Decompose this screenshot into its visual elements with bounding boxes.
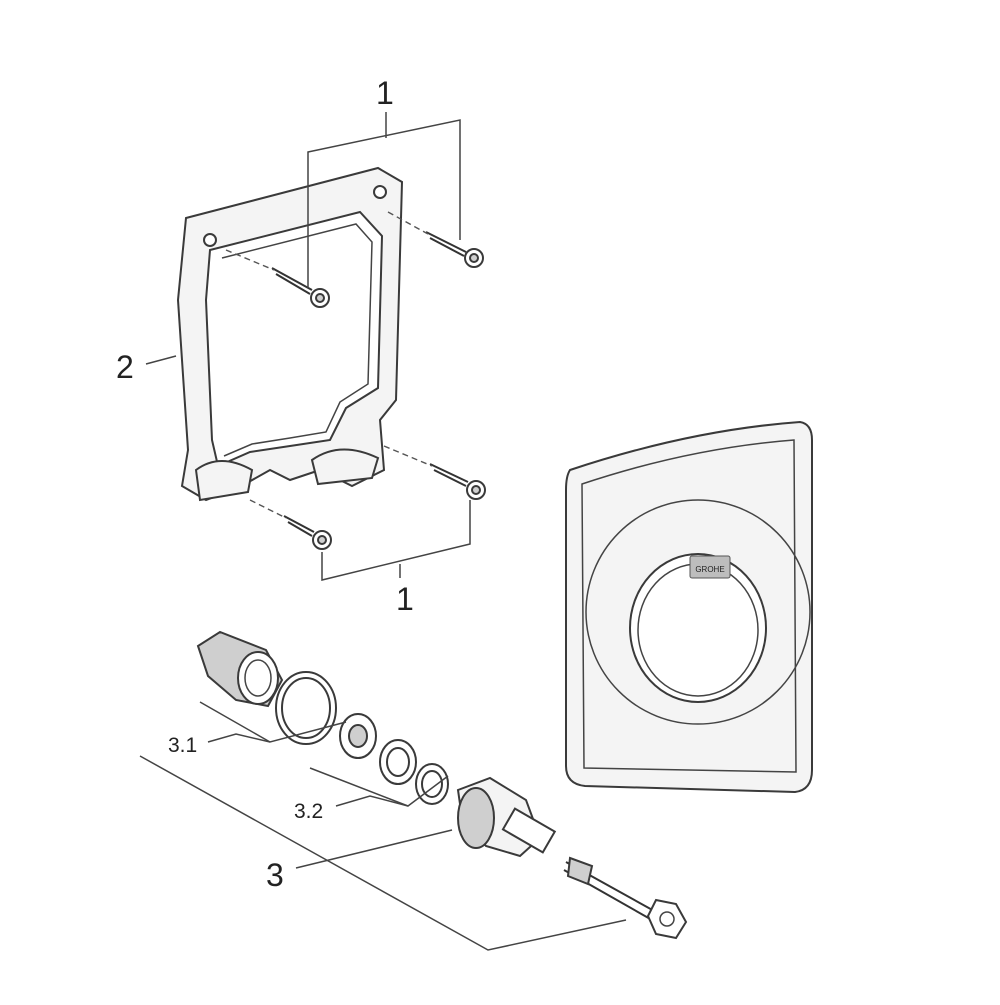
- screw-top-right: [425, 231, 484, 268]
- logo-text: GROHE: [695, 565, 724, 574]
- valve-body: [456, 776, 557, 858]
- label-screws-bottom: 1: [396, 581, 414, 617]
- label-seal-set-b: 3.2: [294, 800, 323, 823]
- screw-bottom-left: [283, 515, 332, 550]
- washer-3: [415, 763, 449, 805]
- valve-spindle: [563, 856, 688, 940]
- label-valve-assembly: 3: [266, 857, 284, 893]
- large-o-ring: [275, 671, 337, 745]
- screw-axis-lines: [225, 211, 433, 519]
- leader-lines: [139, 112, 627, 951]
- valve-sleeve: [196, 630, 284, 708]
- screw-bottom-right: [429, 463, 486, 500]
- mounting-frame: [176, 166, 404, 502]
- screw-top-left: [271, 267, 330, 308]
- label-seal-set-a: 3.1: [168, 734, 197, 757]
- label-screws-top: 1: [376, 75, 394, 111]
- washer-2: [379, 739, 417, 785]
- cover-plate: [565, 420, 813, 794]
- brand-logo: [689, 555, 731, 579]
- washer-1: [339, 713, 377, 759]
- label-frame: 2: [116, 349, 134, 385]
